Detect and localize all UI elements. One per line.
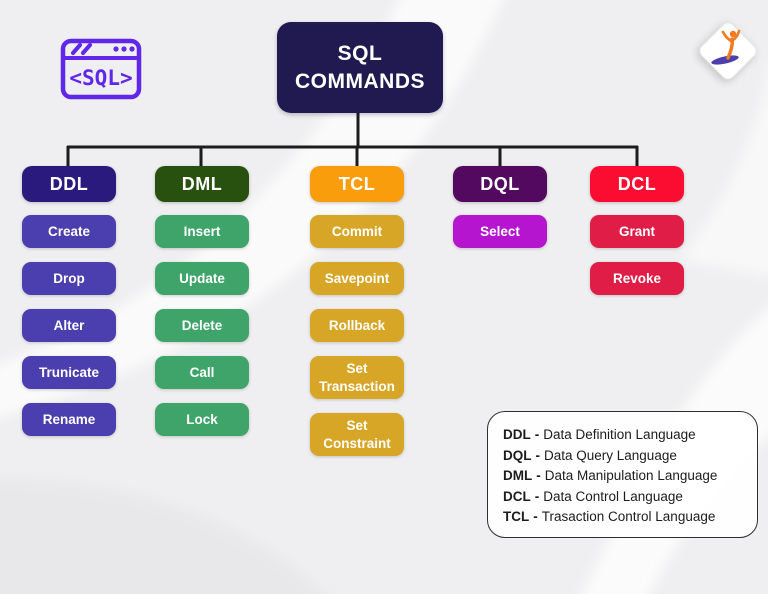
column-header-dml: DML	[155, 166, 249, 202]
root-node-sql-commands: SQL COMMANDS	[277, 22, 443, 113]
command-node-commit: Commit	[310, 215, 404, 248]
legend-abbr: TCL	[503, 509, 530, 524]
legend-abbr: DML	[503, 468, 533, 483]
command-node-select: Select	[453, 215, 547, 248]
command-node-lock: Lock	[155, 403, 249, 436]
command-node-delete: Delete	[155, 309, 249, 342]
legend-desc: Data Control Language	[543, 488, 683, 504]
root-title-line2: COMMANDS	[295, 69, 425, 93]
legend-entry-tcl: TCL - Trasaction Control Language	[503, 507, 747, 528]
legend-box: DDL - Data Definition Language DQL - Dat…	[487, 411, 758, 538]
column-header-ddl: DDL	[22, 166, 116, 202]
legend-entry-dql: DQL - Data Query Language	[503, 446, 747, 467]
logo-swoosh	[711, 55, 739, 65]
command-node-revoke: Revoke	[590, 262, 684, 295]
legend-abbr: DCL	[503, 488, 531, 504]
command-node-trunicate: Trunicate	[22, 356, 116, 389]
legend-abbr: DQL	[503, 447, 532, 463]
command-node-call: Call	[155, 356, 249, 389]
legend-desc: Data Query Language	[544, 447, 677, 463]
command-node-set-transaction: Set Transaction	[310, 356, 404, 400]
column-dql: DQL Select	[453, 166, 547, 262]
command-node-insert: Insert	[155, 215, 249, 248]
legend-entry-ddl: DDL - Data Definition Language	[503, 425, 747, 446]
command-node-rename: Rename	[22, 403, 116, 436]
column-header-dql: DQL	[453, 166, 547, 202]
legend-separator: -	[534, 488, 540, 504]
command-node-alter: Alter	[22, 309, 116, 342]
column-header-tcl: TCL	[310, 166, 404, 202]
root-title-line1: SQL	[337, 41, 383, 65]
sql-browser-icon: <SQL>	[60, 38, 142, 100]
legend-entry-dcl: DCL - Data Control Language	[503, 487, 747, 508]
command-node-set-constraint: Set Constraint	[310, 413, 404, 457]
column-header-dcl: DCL	[590, 166, 684, 202]
command-node-grant: Grant	[590, 215, 684, 248]
command-node-update: Update	[155, 262, 249, 295]
command-node-create: Create	[22, 215, 116, 248]
column-tcl: TCL Commit Savepoint Rollback Set Transa…	[310, 166, 404, 470]
column-ddl: DDL Create Drop Alter Trunicate Rename	[22, 166, 116, 450]
legend-separator: -	[533, 509, 538, 524]
legend-entry-dml: DML - Data Manipulation Language	[503, 466, 747, 487]
sql-icon-label: <SQL>	[69, 66, 132, 90]
company-logo	[699, 22, 757, 80]
legend-separator: -	[534, 427, 540, 442]
column-dml: DML Insert Update Delete Call Lock	[155, 166, 249, 450]
legend-separator: -	[536, 468, 541, 483]
legend-separator: -	[535, 447, 541, 463]
legend-desc: Trasaction Control Language	[541, 509, 716, 524]
legend-desc: Data Definition Language	[543, 427, 696, 442]
command-node-rollback: Rollback	[310, 309, 404, 342]
command-node-drop: Drop	[22, 262, 116, 295]
command-node-savepoint: Savepoint	[310, 262, 404, 295]
legend-desc: Data Manipulation Language	[544, 468, 718, 483]
column-dcl: DCL Grant Revoke	[590, 166, 684, 309]
legend-abbr: DDL	[503, 427, 531, 442]
